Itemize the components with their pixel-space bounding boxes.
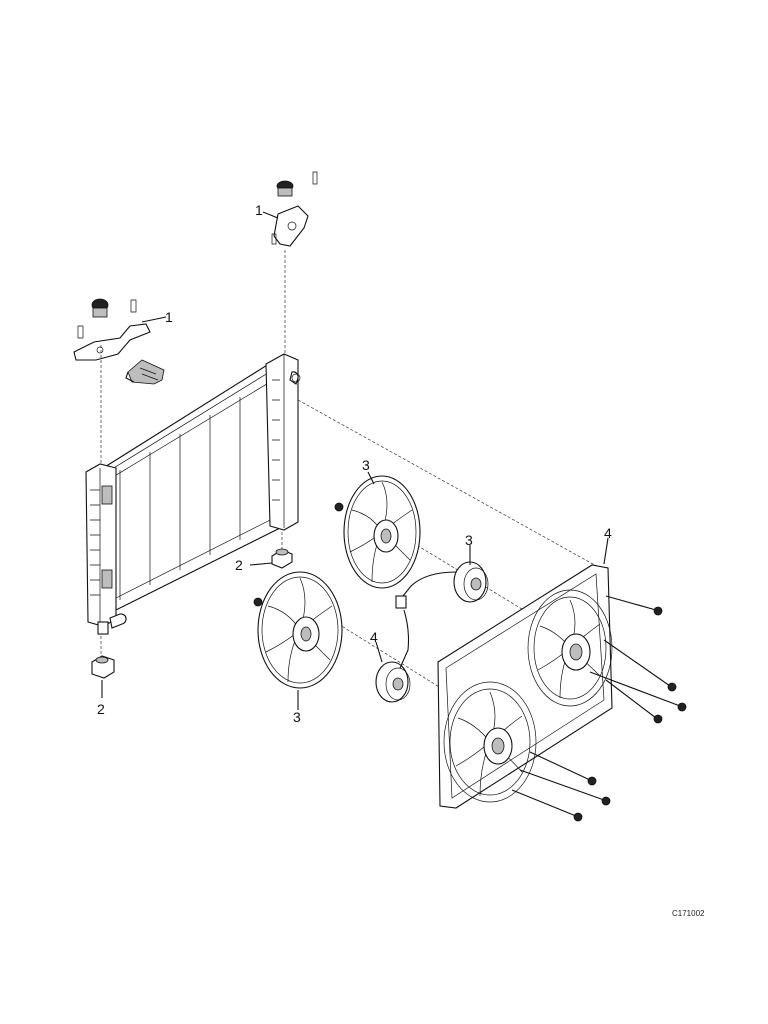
lower-fan-motor xyxy=(375,609,411,703)
callout-3-lower-fan: 3 xyxy=(293,709,301,725)
callout-4-upper-motor: 3 xyxy=(465,532,473,548)
upper-left-bracket xyxy=(73,298,151,361)
right-insulator xyxy=(271,548,293,569)
callout-1-top: 1 xyxy=(255,202,263,218)
callout-3-shroud: 4 xyxy=(604,525,612,541)
callout-3-upper-fan: 3 xyxy=(362,457,370,473)
upper-right-bracket xyxy=(271,171,318,247)
lower-fan-blade xyxy=(253,571,343,689)
radiator xyxy=(85,353,301,635)
callout-2-right: 2 xyxy=(235,557,243,573)
callout-2-left: 2 xyxy=(97,701,105,717)
figure-id: C171002 xyxy=(672,909,705,918)
fan-shroud xyxy=(437,564,687,822)
upper-fan-blade xyxy=(334,475,421,589)
callout-1-left: 1 xyxy=(165,309,173,325)
callout-4-lower-motor: 4 xyxy=(370,629,378,645)
front-arrow-icon xyxy=(125,359,165,385)
left-insulator xyxy=(91,655,115,679)
